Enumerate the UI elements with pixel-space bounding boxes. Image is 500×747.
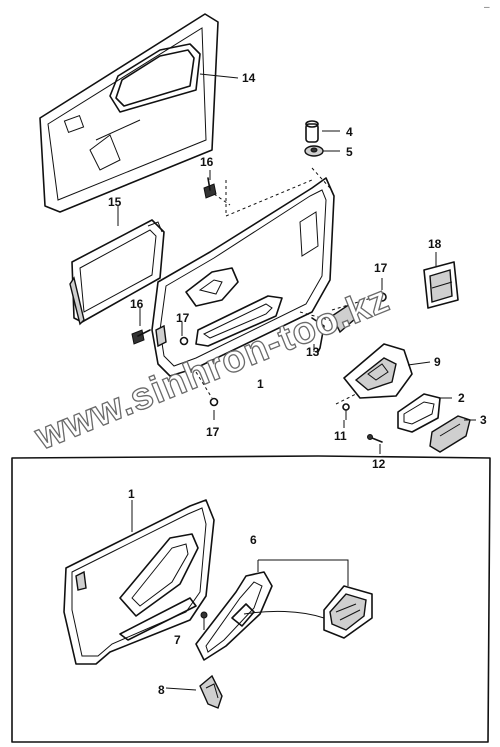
inset-part-1-door-panel [63,499,215,665]
callout-18: 18 [428,237,442,251]
callout-16-top: 16 [200,155,214,169]
part-11-screw [342,403,350,420]
part-12-screw [367,434,383,443]
part-13-linkage [299,302,357,353]
part-5-grommet [304,145,324,157]
callout-16-left: 16 [130,297,144,311]
callout-7: 7 [174,633,181,647]
callout-4: 4 [346,125,353,139]
callout-6: 6 [250,533,257,547]
part-17-clip-right [331,292,387,311]
callout-9: 9 [434,355,441,369]
callout-2: 2 [458,391,465,405]
part-3-handle-cover [429,415,471,453]
part-4-clip [305,120,319,143]
part-9-handle-housing [335,343,413,405]
callout-5: 5 [346,145,353,159]
part-15-pocket [69,219,165,326]
part-14-trim-panel [39,13,219,213]
part-1-door-panel [151,167,335,377]
callout-17-bottom: 17 [206,425,220,439]
leader-lines [117,73,476,691]
callout-17-right: 17 [374,261,388,275]
part-17-clip-mid [179,336,189,346]
callout-1-inset: 1 [128,487,135,501]
callout-13: 13 [306,345,320,359]
callout-17-mid: 17 [176,311,190,325]
part-17-clip-bottom [195,371,219,407]
callout-11: 11 [334,429,347,443]
inset-part-7-handle [195,571,273,661]
corner-mark: – [484,2,490,13]
callout-12: 12 [372,457,386,471]
part-18-switch-bezel [423,261,459,309]
part-2-escutcheon [397,393,441,433]
part-16-screw-top [203,177,231,206]
callout-1-top: 1 [257,377,264,391]
part-16-screw-left [131,329,151,345]
inset-frame [11,455,491,743]
inset-part-6-switch [243,559,373,639]
callout-15: 15 [108,195,122,209]
inset-part-8-bracket [199,674,223,709]
callout-3: 3 [480,413,487,427]
callout-14: 14 [242,71,256,85]
callout-8: 8 [158,683,165,697]
